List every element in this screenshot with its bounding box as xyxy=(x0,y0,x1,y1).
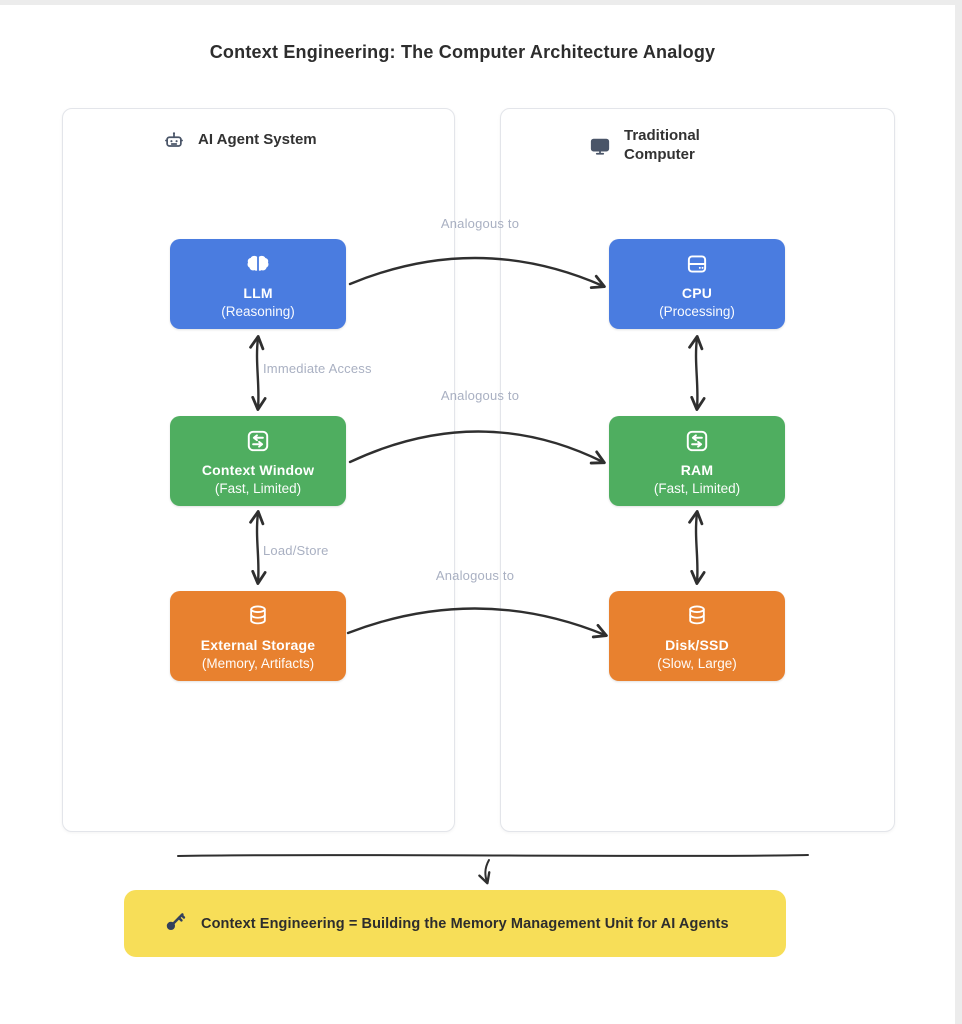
edge-label-load-store: Load/Store xyxy=(263,543,329,558)
node-label: External Storage xyxy=(200,637,316,653)
panel-right-title: Traditional Computer xyxy=(624,127,700,163)
page-title: Context Engineering: The Computer Archit… xyxy=(209,42,716,62)
node-label: RAM xyxy=(680,462,714,478)
edge-label-analogous-top: Analogous to xyxy=(440,216,520,231)
edge-label-analogous-bottom: Analogous to xyxy=(435,568,515,583)
panel-header-right: Traditional Computer xyxy=(589,127,734,165)
node-sublabel: (Reasoning) xyxy=(221,303,295,319)
panel-left-title: AI Agent System xyxy=(198,130,317,148)
panel-header-left: AI Agent System xyxy=(163,129,317,151)
database-icon xyxy=(245,603,271,634)
node-sublabel: (Fast, Limited) xyxy=(214,481,302,496)
node-sublabel: (Memory, Artifacts) xyxy=(201,656,315,671)
edge-label-analogous-middle: Analogous to xyxy=(440,388,520,403)
node-sublabel: (Processing) xyxy=(659,304,735,319)
footer-text: Context Engineering = Building the Memor… xyxy=(201,915,729,932)
transfer-icon xyxy=(245,428,271,459)
node-sublabel: (Slow, Large) xyxy=(657,656,737,671)
node-external-storage: External Storage (Memory, Artifacts) xyxy=(170,591,346,681)
node-label: Disk/SSD xyxy=(665,637,729,653)
footer-callout: Context Engineering = Building the Memor… xyxy=(124,890,786,957)
cpu-icon xyxy=(684,251,710,282)
node-label: Context Window xyxy=(201,462,315,478)
node-context-window: Context Window (Fast, Limited) xyxy=(170,416,346,506)
node-llm: LLM (Reasoning) xyxy=(170,239,346,329)
node-ram: RAM (Fast, Limited) xyxy=(609,416,785,506)
node-disk-ssd: Disk/SSD (Slow, Large) xyxy=(609,591,785,681)
robot-icon xyxy=(163,129,185,151)
monitor-icon xyxy=(589,135,611,157)
node-label: LLM xyxy=(243,284,273,301)
node-cpu: CPU (Processing) xyxy=(609,239,785,329)
key-icon xyxy=(164,910,187,938)
database-icon xyxy=(684,603,710,634)
node-label: CPU xyxy=(681,285,713,301)
node-sublabel: (Fast, Limited) xyxy=(653,481,741,496)
transfer-icon xyxy=(684,428,710,459)
brain-icon xyxy=(243,252,273,282)
edge-label-immediate-access: Immediate Access xyxy=(263,361,372,376)
